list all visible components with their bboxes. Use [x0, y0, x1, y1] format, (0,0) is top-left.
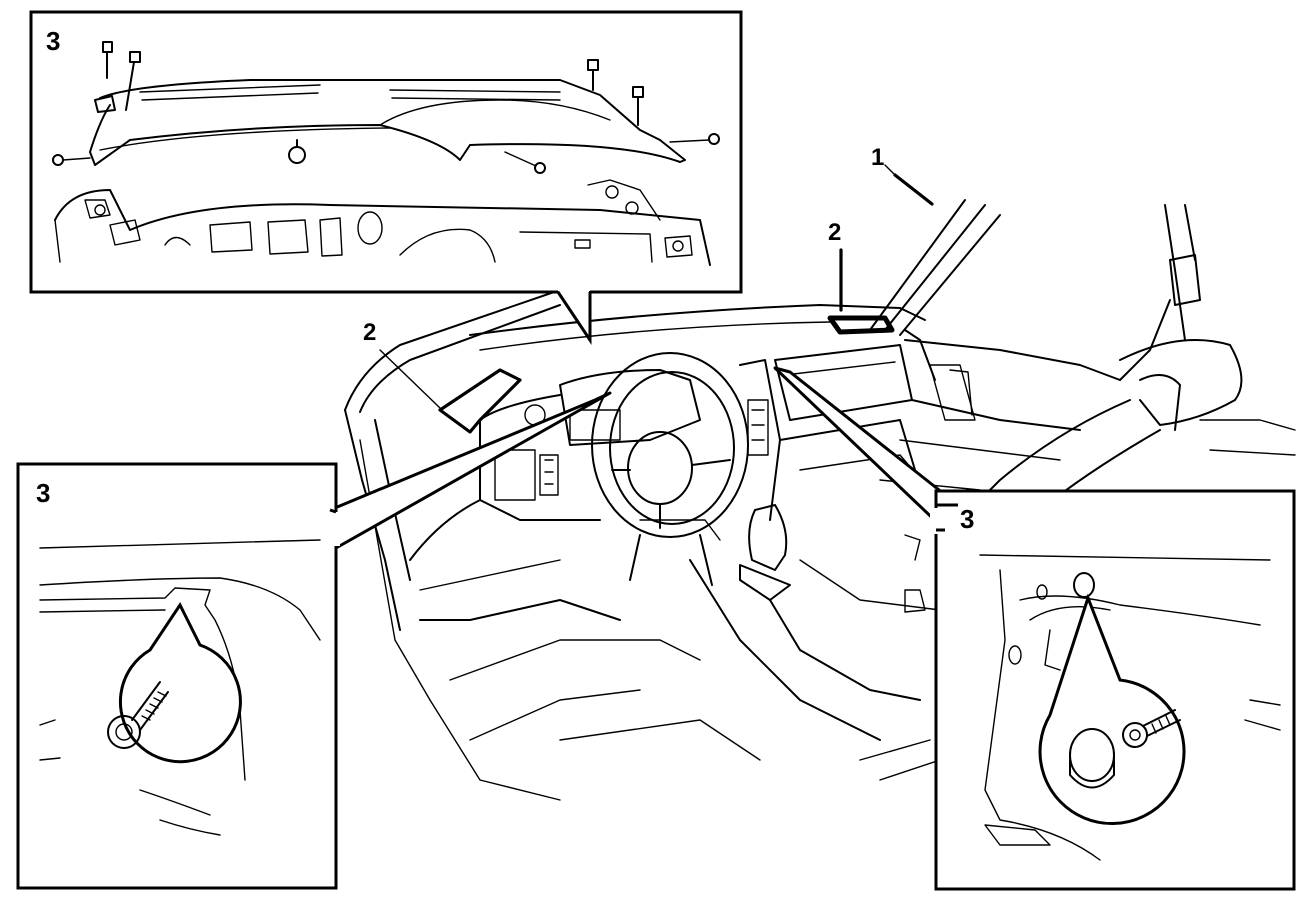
callout-2-center-label: 2 [828, 219, 841, 246]
lower-right-inset: 3 [773, 366, 1296, 891]
top-inset-panel: 3 [29, 10, 743, 345]
car-interior-illustration [344, 164, 1296, 811]
clip-icon [1069, 728, 1115, 789]
screw-icon [1122, 709, 1181, 748]
screw-icon [107, 681, 169, 749]
lower-left-inset-number: 3 [36, 478, 50, 508]
callout-1-label: 1 [871, 144, 884, 171]
lower-right-inset-number: 3 [960, 504, 974, 534]
callout-2-left-label: 2 [363, 319, 376, 346]
defroster-grille-left-outline [438, 368, 522, 434]
defroster-grille-center-outline [827, 315, 895, 335]
lower-left-inset: 3 [16, 391, 612, 890]
top-inset-number: 3 [46, 26, 60, 56]
